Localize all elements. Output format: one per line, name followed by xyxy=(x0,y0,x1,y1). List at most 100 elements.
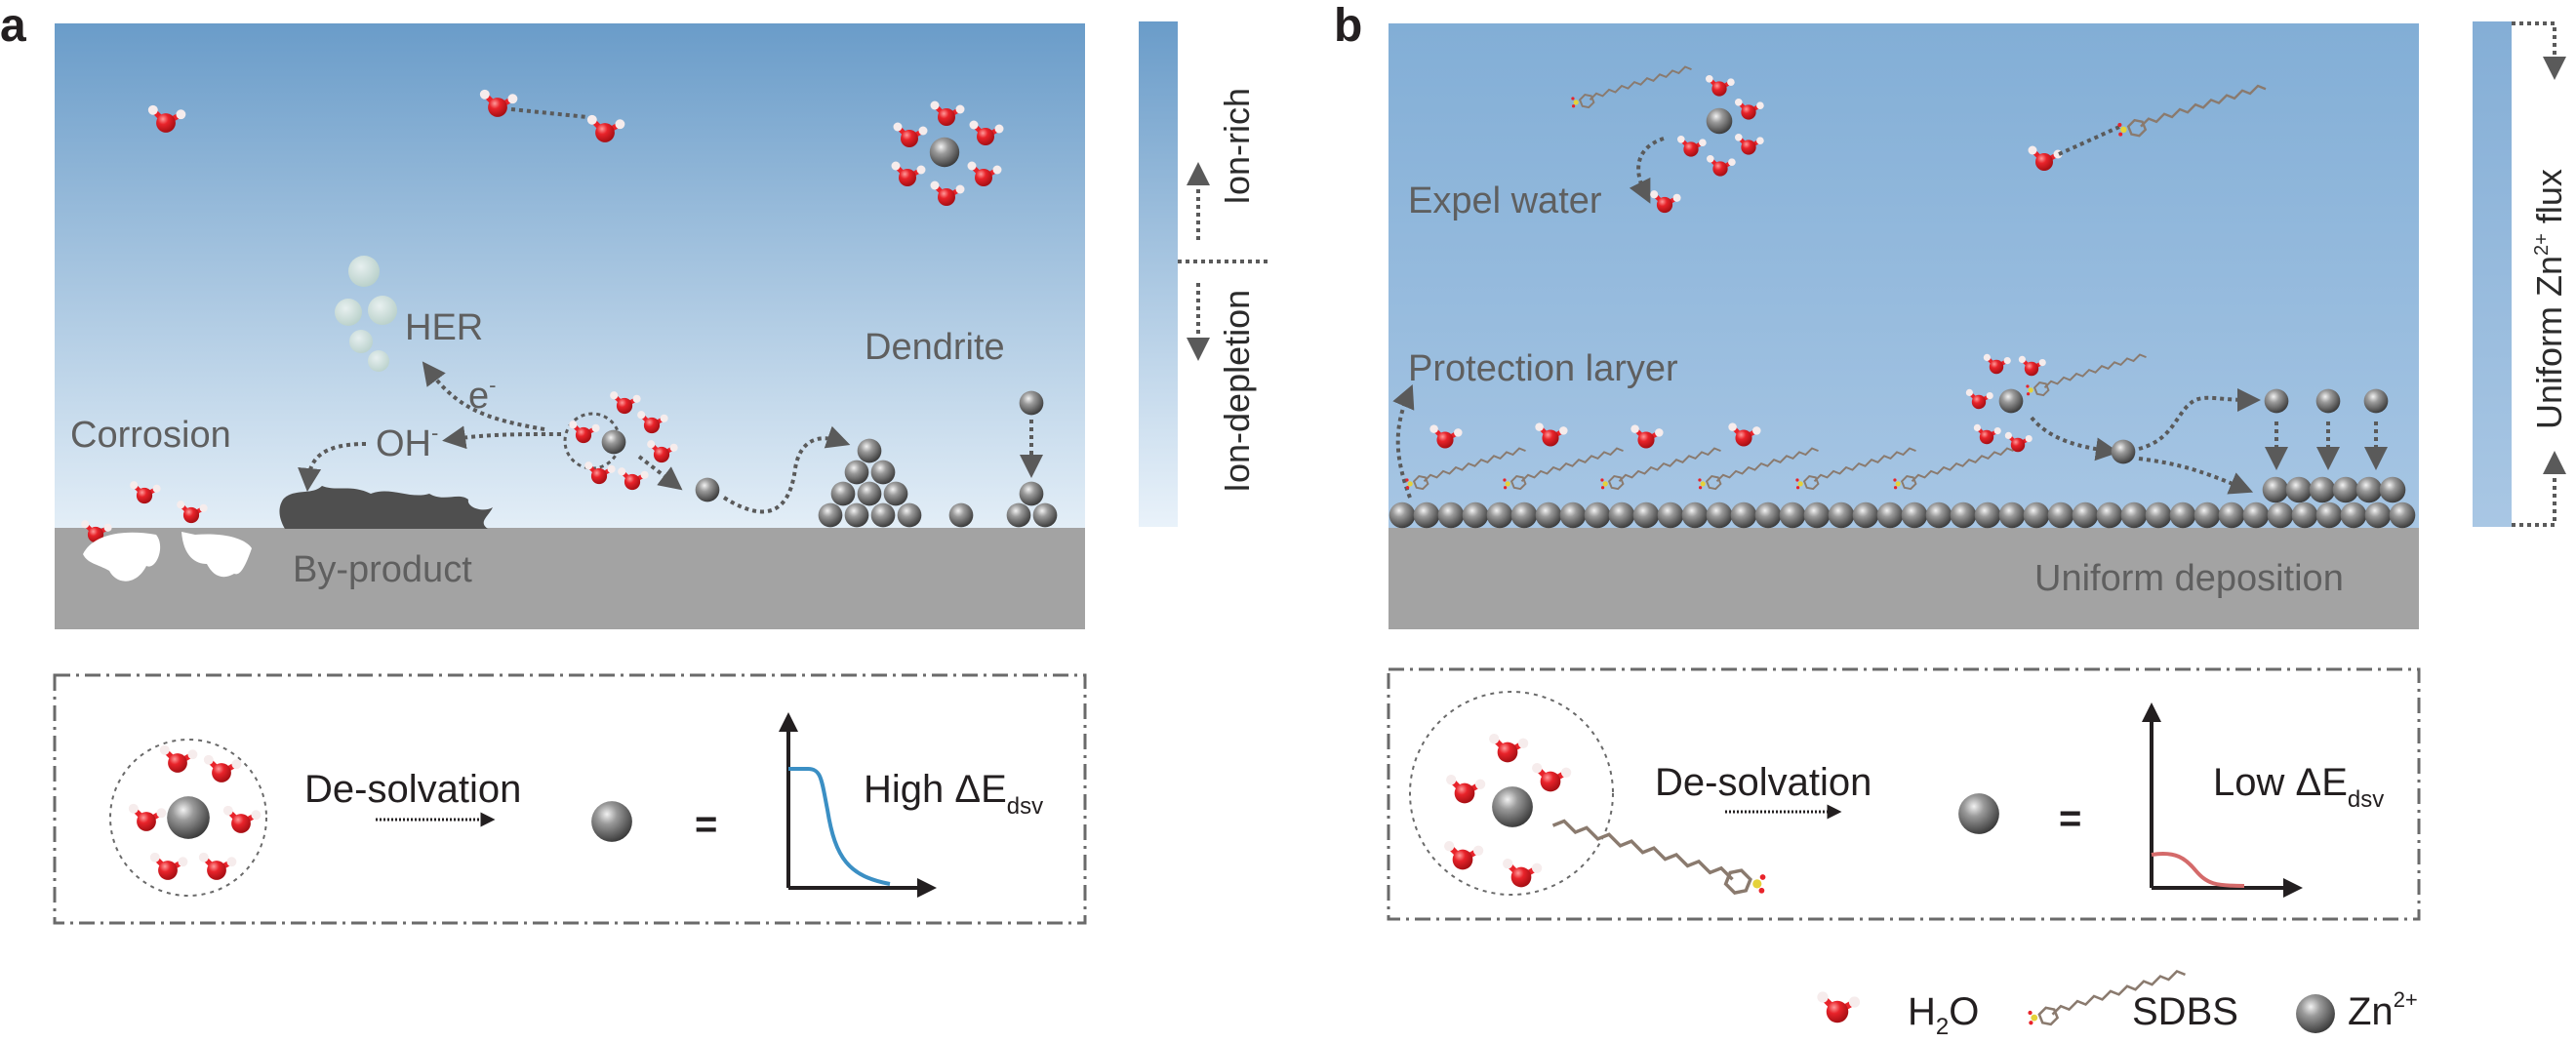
zinc-atom xyxy=(1559,501,1587,529)
energy-label: Low ΔEdsv xyxy=(2213,761,2384,813)
legend-item-water: H2O xyxy=(1817,990,1979,1040)
electron-label: e- xyxy=(468,373,496,417)
water-molecule-icon xyxy=(223,806,262,833)
zinc-atom xyxy=(1876,501,1904,529)
legend-label: H2O xyxy=(1908,990,1979,1040)
panel-a-scene: HER e- OH- Corrosion By-product xyxy=(55,23,1085,629)
equals-sign: = xyxy=(2059,797,2081,840)
zinc-atom xyxy=(1901,501,1928,529)
deposited-zinc-atom xyxy=(2332,476,2359,503)
protection-arrow xyxy=(1392,383,1415,499)
legend: H2O SDBS Zn2+ xyxy=(1817,969,2418,1040)
panel-a-letter: a xyxy=(0,0,26,52)
zinc-ion-icon xyxy=(591,801,632,842)
zinc-ion-icon xyxy=(2111,439,2136,464)
zinc-atom xyxy=(1803,501,1831,529)
panel-b-letter: b xyxy=(1334,0,1362,52)
zinc-ion-icon xyxy=(1998,388,2024,414)
zinc-atom xyxy=(1730,501,1757,529)
water-molecule-icon xyxy=(1446,775,1485,803)
zinc-atom xyxy=(2096,501,2123,529)
water-molecule-icon xyxy=(1503,859,1542,887)
zinc-atom xyxy=(1998,501,2026,529)
zinc-ion-icon xyxy=(1492,786,1533,827)
expel-water-arrow xyxy=(1629,137,1665,204)
water-molecule-icon xyxy=(160,745,198,773)
zinc-atom xyxy=(2340,501,2367,529)
redistribution-arrow xyxy=(2138,387,2261,451)
zinc-ion-icon xyxy=(2296,994,2335,1033)
deposited-zinc-atom xyxy=(2262,476,2289,503)
deposited-zinc-atom xyxy=(2379,476,2406,503)
zinc-atom xyxy=(1681,501,1709,529)
water-molecule-icon xyxy=(1444,841,1483,869)
byproduct-deposit xyxy=(279,486,493,529)
desolvation-label: De-solvation xyxy=(1655,761,1872,804)
water-molecule-icon xyxy=(1817,991,1860,1023)
deposited-zinc-atom xyxy=(2285,476,2313,503)
her-label: HER xyxy=(405,307,483,348)
legend-item-sdbs: SDBS xyxy=(2028,969,2238,1033)
ion-depletion-label: Ion-depletion xyxy=(1217,290,1257,493)
zinc-atom xyxy=(2291,501,2318,529)
water-molecule-icon xyxy=(199,853,237,880)
dendrite-label: Dendrite xyxy=(865,327,1005,368)
ion-rich-label: Ion-rich xyxy=(1217,88,1257,205)
electrolyte-region-b xyxy=(1389,23,2419,529)
zinc-atom xyxy=(1437,501,1465,529)
corrosion-pit xyxy=(83,532,161,582)
uniform-deposition-label: Uniform deposition xyxy=(2034,558,2344,599)
desolvation-arrow xyxy=(2030,416,2119,461)
zinc-atom xyxy=(1974,501,2001,529)
expel-water-label: Expel water xyxy=(1408,181,1602,221)
zinc-atom xyxy=(1852,501,1879,529)
deposited-zinc-atom xyxy=(2309,476,2336,503)
solvation-shell xyxy=(1409,691,1614,896)
hydroxide-arrow xyxy=(442,425,562,450)
deposited-zinc-atom xyxy=(2355,476,2383,503)
zinc-atom xyxy=(1413,501,1440,529)
zinc-atom xyxy=(2389,501,2416,529)
bottom-bracket xyxy=(2512,451,2566,527)
solvation-shell xyxy=(109,739,267,897)
electrolyte-region-a xyxy=(55,23,1085,529)
hydrogen-bubbles xyxy=(335,256,397,372)
zinc-atom xyxy=(2169,501,2196,529)
zinc-atom xyxy=(2145,501,2172,529)
zinc-ion-icon xyxy=(929,137,960,168)
zinc-atom xyxy=(2364,501,2392,529)
zinc-ion-icon xyxy=(1958,793,1999,834)
protection-layer-label: Protection laryer xyxy=(1408,348,1678,389)
zinc-atom xyxy=(1632,501,1660,529)
zinc-atom xyxy=(1950,501,1977,529)
deposit-arrow xyxy=(2138,457,2254,495)
zinc-atom xyxy=(2120,501,2148,529)
desolvation-box-b: De-solvation = Low ΔEdsv xyxy=(1387,667,2421,921)
zinc-atom xyxy=(2315,501,2343,529)
zinc-ion-icon xyxy=(601,429,626,455)
panel-b-scene: Expel water Protection laryer xyxy=(1389,23,2419,629)
zinc-atom xyxy=(2072,501,2099,529)
top-bracket xyxy=(2512,21,2566,80)
zinc-atom xyxy=(2218,501,2245,529)
zinc-atom xyxy=(1608,501,1635,529)
equals-sign: = xyxy=(695,803,717,846)
legend-label: SDBS xyxy=(2132,990,2238,1033)
zinc-atom xyxy=(1706,501,1733,529)
zinc-atom xyxy=(1462,501,1489,529)
uniform-flux-label: Uniform Zn2+ flux xyxy=(2529,169,2569,429)
zinc-ion-icon xyxy=(167,796,210,839)
electron-arrow xyxy=(422,361,545,431)
ion-concentration-bar: Ion-rich Ion-depletion xyxy=(1139,21,1271,527)
hydroxide-label: OH- xyxy=(376,421,438,464)
zinc-electrode-b xyxy=(1389,528,2419,629)
desolvating-cluster xyxy=(563,391,678,490)
byproduct-label: By-product xyxy=(293,549,472,590)
energy-label: High ΔEdsv xyxy=(864,768,1043,820)
zinc-ion-icon xyxy=(695,477,720,502)
water-molecule-icon xyxy=(150,853,188,880)
uniform-flux-bar: Uniform Zn2+ flux xyxy=(2473,21,2569,527)
legend-label: Zn2+ xyxy=(2348,987,2418,1033)
zinc-atom xyxy=(1486,501,1513,529)
